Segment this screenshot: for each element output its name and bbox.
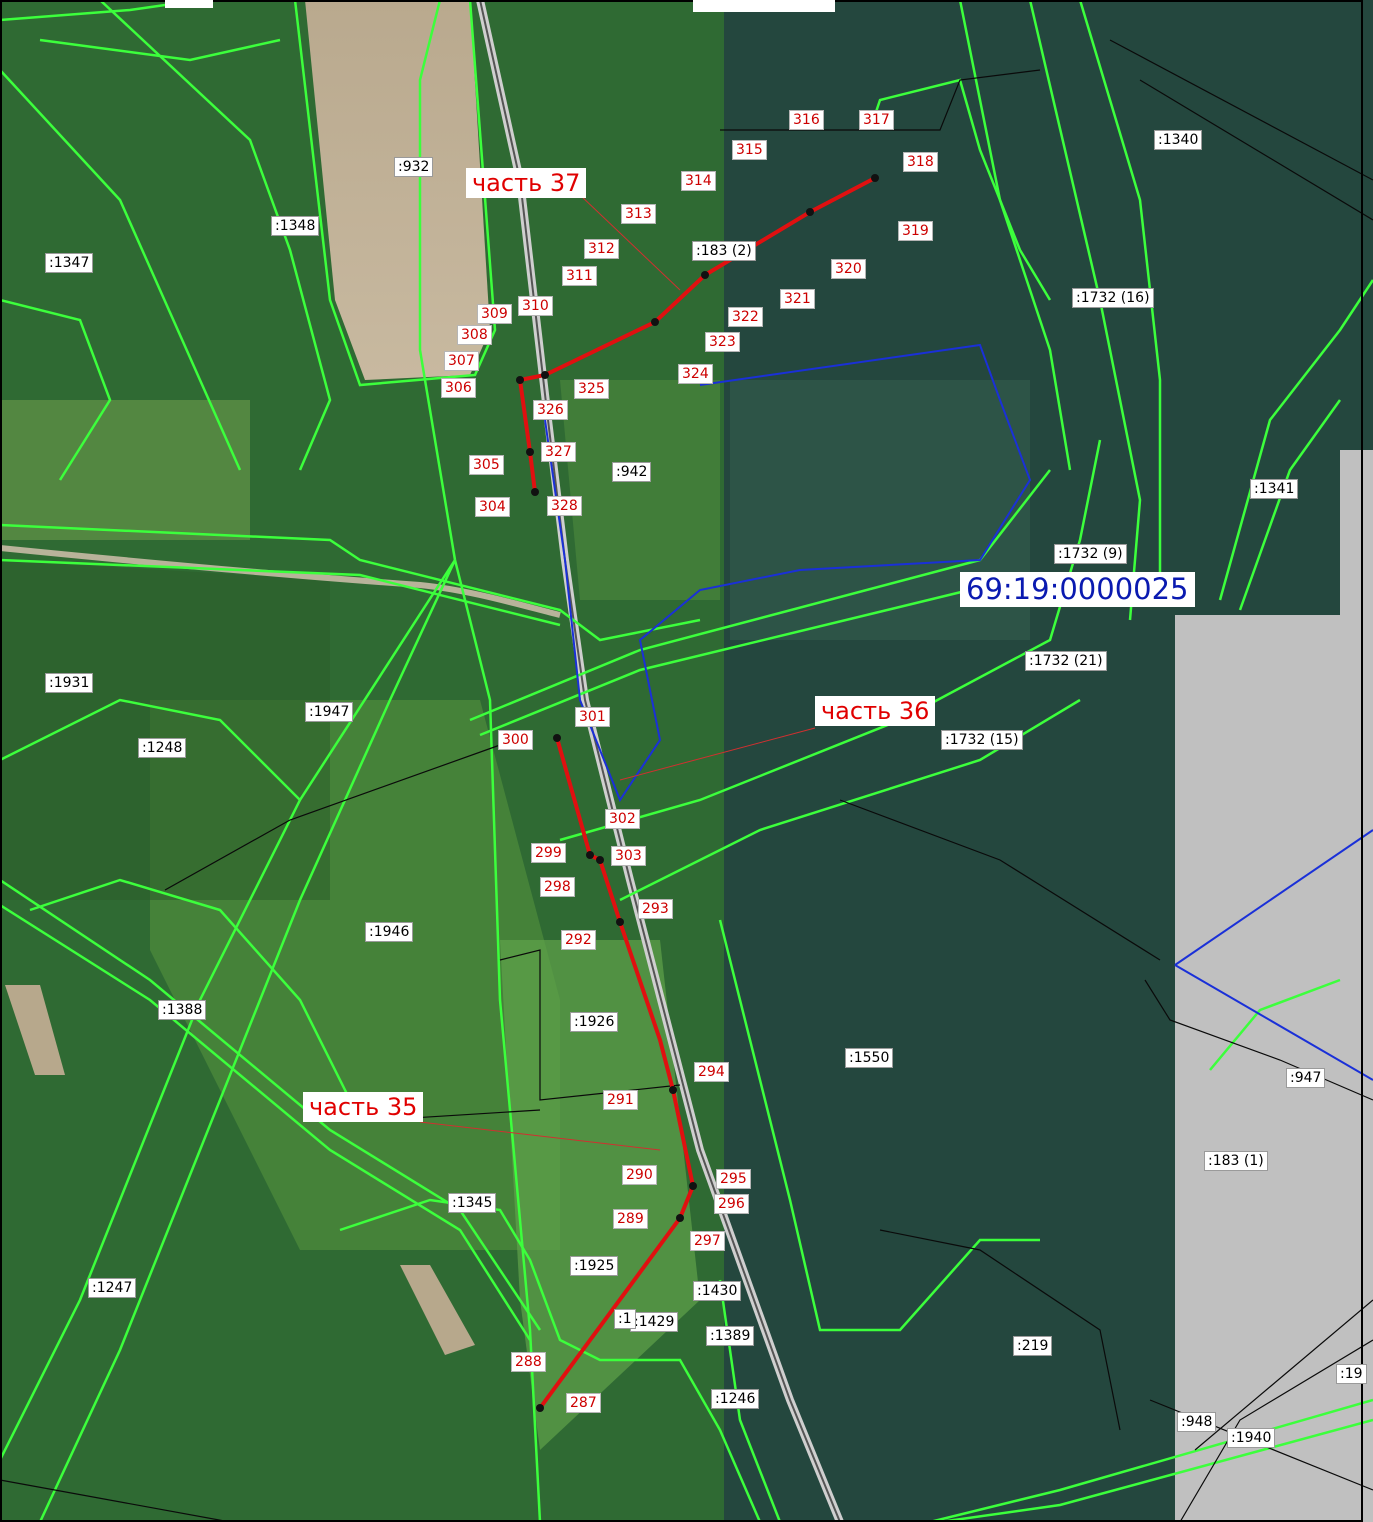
- parcel-label[interactable]: :1340: [1154, 130, 1203, 150]
- point-label[interactable]: 299: [531, 843, 566, 863]
- parcel-label[interactable]: :19: [1336, 1364, 1367, 1384]
- parcel-label[interactable]: :1347: [45, 253, 94, 273]
- point-label[interactable]: 294: [694, 1062, 729, 1082]
- point-label[interactable]: 313: [621, 204, 656, 224]
- parcel-label[interactable]: :1947: [305, 702, 354, 722]
- point-label[interactable]: 289: [613, 1209, 648, 1229]
- route-vertices: [516, 174, 879, 1412]
- parcel-label[interactable]: :1247: [88, 1278, 137, 1298]
- parcel-label[interactable]: :1940: [1227, 1428, 1276, 1448]
- parcel-label[interactable]: :942: [612, 462, 652, 482]
- point-label[interactable]: 320: [831, 259, 866, 279]
- point-label[interactable]: 315: [732, 140, 767, 160]
- parcel-label[interactable]: :1248: [138, 738, 187, 758]
- parcel-label[interactable]: :1732 (16): [1072, 288, 1154, 308]
- point-label[interactable]: 328: [547, 496, 582, 516]
- point-label[interactable]: 310: [518, 296, 553, 316]
- no-data-area: [1175, 615, 1340, 950]
- parcel-label[interactable]: :183 (2): [692, 241, 756, 261]
- parcel-label[interactable]: :1: [614, 1309, 636, 1329]
- point-label[interactable]: 316: [789, 110, 824, 130]
- point-label[interactable]: 325: [574, 379, 609, 399]
- part-36-label[interactable]: часть 36: [815, 696, 936, 726]
- point-label[interactable]: 314: [681, 171, 716, 191]
- block-boundary: [544, 343, 1373, 1081]
- parcel-label[interactable]: :1550: [845, 1048, 894, 1068]
- railway-center: [479, 0, 841, 1522]
- parcel-label[interactable]: :932: [394, 157, 434, 177]
- parcel-label[interactable]: :1732 (21): [1025, 651, 1107, 671]
- point-label[interactable]: 306: [441, 378, 476, 398]
- point-label[interactable]: 321: [780, 289, 815, 309]
- field-patch: [400, 1265, 475, 1355]
- point-label[interactable]: 322: [728, 307, 763, 327]
- point-label[interactable]: 327: [541, 442, 576, 462]
- parcel-label[interactable]: :1430: [693, 1281, 742, 1301]
- point-label[interactable]: 292: [561, 930, 596, 950]
- point-label[interactable]: 293: [638, 899, 673, 919]
- parcel-label[interactable]: :1946: [365, 922, 414, 942]
- forest: [0, 560, 330, 900]
- meadow: [560, 380, 720, 600]
- road: [0, 545, 561, 618]
- point-label[interactable]: 311: [562, 266, 597, 286]
- point-label[interactable]: 319: [898, 221, 933, 241]
- point-label[interactable]: 307: [444, 351, 479, 371]
- point-label[interactable]: 288: [511, 1352, 546, 1372]
- parcel-label[interactable]: :1246: [711, 1389, 760, 1409]
- point-label[interactable]: 296: [714, 1194, 749, 1214]
- part-37-label[interactable]: часть 37: [466, 168, 587, 198]
- parcel-label[interactable]: :1389: [706, 1326, 755, 1346]
- point-label[interactable]: 291: [603, 1090, 638, 1110]
- parcel-label[interactable]: :1925: [570, 1256, 619, 1276]
- point-label[interactable]: 303: [611, 846, 646, 866]
- field-patch: [5, 985, 65, 1075]
- cadastral-block-label[interactable]: 69:19:0000025: [960, 572, 1195, 607]
- parcel-label[interactable]: :1341: [1250, 479, 1299, 499]
- part-35-label[interactable]: часть 35: [303, 1092, 424, 1122]
- parcel-label[interactable]: :1348: [271, 216, 320, 236]
- parcel-label[interactable]: :219: [1013, 1336, 1053, 1356]
- point-label[interactable]: 304: [475, 497, 510, 517]
- parcel-label[interactable]: :183 (1): [1204, 1151, 1268, 1171]
- parcel-label[interactable]: :1931: [45, 673, 94, 693]
- point-label[interactable]: 298: [540, 877, 575, 897]
- parcel-label[interactable]: :947: [1286, 1068, 1326, 1088]
- point-label[interactable]: 308: [457, 325, 492, 345]
- point-label[interactable]: 324: [678, 364, 713, 384]
- top-label-fragment: [693, 0, 835, 12]
- point-label[interactable]: 301: [575, 707, 610, 727]
- no-data-area: [1175, 1285, 1373, 1522]
- point-label[interactable]: 300: [498, 730, 533, 750]
- point-label[interactable]: 297: [690, 1231, 725, 1251]
- point-label[interactable]: 323: [705, 332, 740, 352]
- point-label[interactable]: 290: [622, 1165, 657, 1185]
- parcel-label[interactable]: :1429: [630, 1312, 679, 1332]
- parcel-label[interactable]: :1732 (15): [941, 730, 1023, 750]
- parcel-label[interactable]: :1345: [448, 1193, 497, 1213]
- point-label[interactable]: 309: [477, 304, 512, 324]
- top-label-fragment: [165, 0, 213, 8]
- point-label[interactable]: 305: [469, 455, 504, 475]
- point-label[interactable]: 295: [716, 1169, 751, 1189]
- parcel-label[interactable]: :1926: [570, 1012, 619, 1032]
- parcel-label[interactable]: :948: [1177, 1412, 1217, 1432]
- point-label[interactable]: 302: [605, 809, 640, 829]
- point-label[interactable]: 287: [566, 1393, 601, 1413]
- point-label[interactable]: 317: [859, 110, 894, 130]
- point-label[interactable]: 326: [533, 400, 568, 420]
- meadow: [0, 400, 250, 540]
- leader-lines: [419, 194, 816, 1151]
- point-label[interactable]: 312: [584, 239, 619, 259]
- parcel-label[interactable]: :1388: [158, 1000, 207, 1020]
- point-label[interactable]: 318: [903, 152, 938, 172]
- parcel-label[interactable]: :1732 (9): [1054, 544, 1127, 564]
- village-area: [730, 380, 1030, 640]
- ploughed-field: [305, 0, 490, 380]
